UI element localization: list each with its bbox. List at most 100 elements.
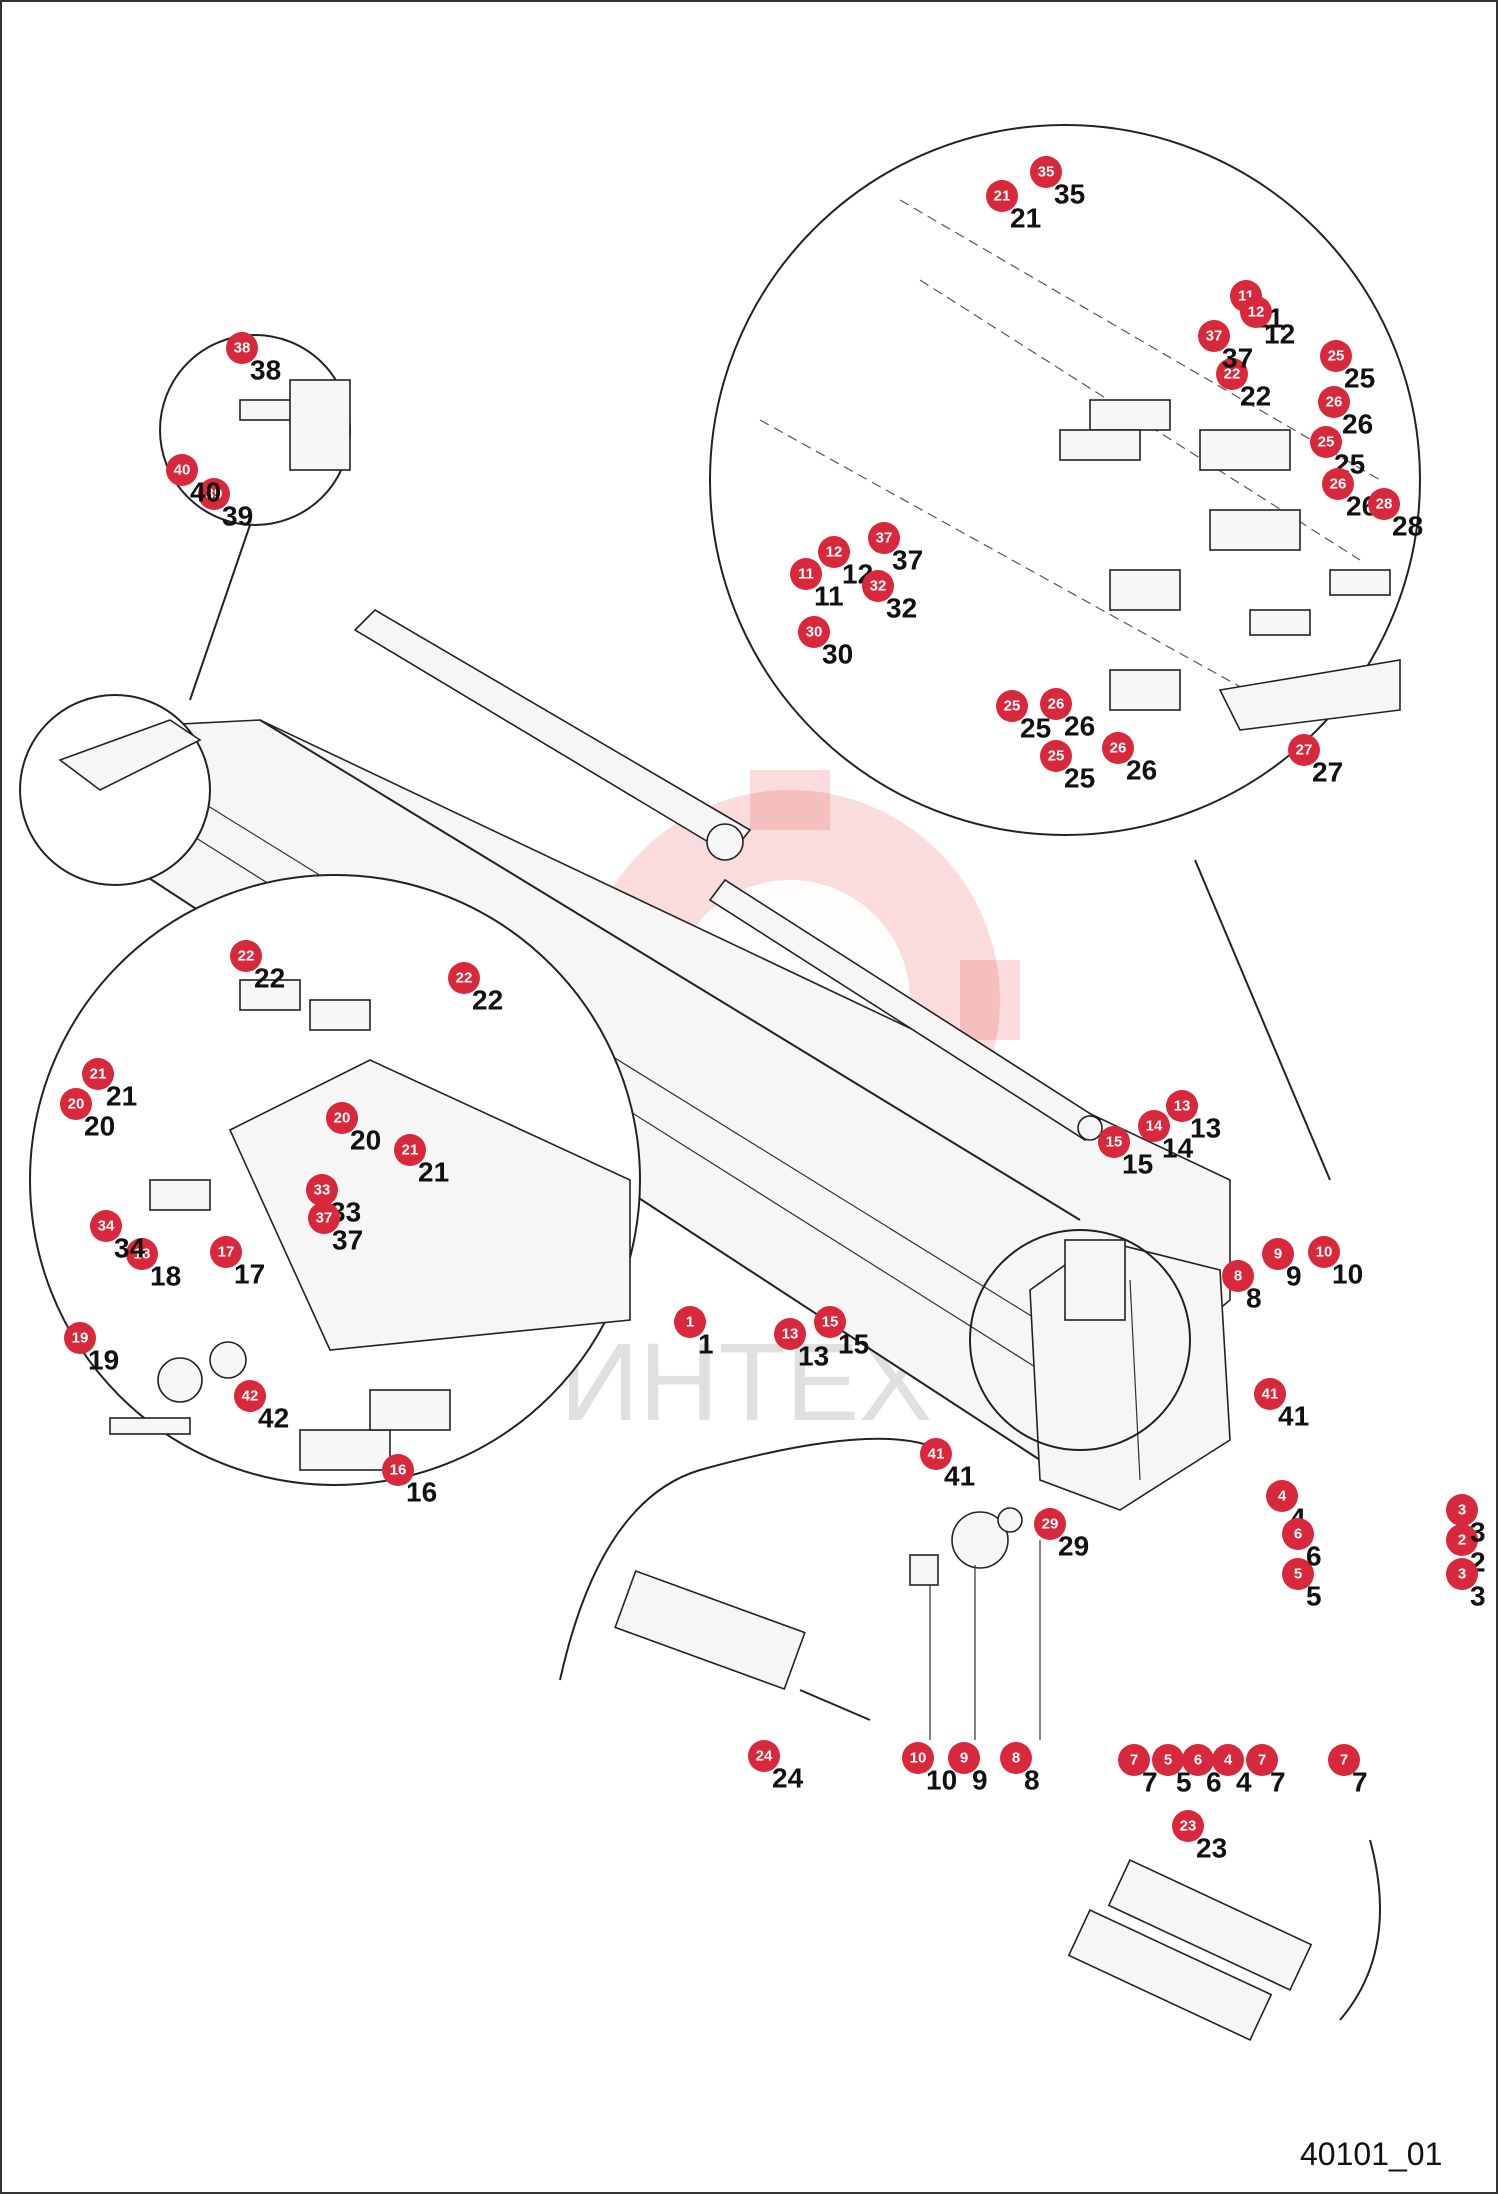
callout-badge-number: 29 xyxy=(1042,1516,1059,1533)
callout-badge-number: 28 xyxy=(1376,496,1393,513)
callout-7[interactable]: 77 xyxy=(1118,1744,1158,1798)
callout-badge xyxy=(1172,1810,1204,1842)
detail-circle-lower-left xyxy=(29,874,641,1486)
callout-badge xyxy=(210,1236,242,1268)
callout-6[interactable]: 66 xyxy=(1282,1518,1322,1572)
callout-number: 42 xyxy=(258,1403,289,1434)
callout-5[interactable]: 55 xyxy=(1152,1744,1192,1798)
callout-badge-number: 13 xyxy=(1174,1098,1191,1115)
callout-7[interactable]: 77 xyxy=(1246,1744,1286,1798)
callout-9[interactable]: 99 xyxy=(948,1742,988,1796)
callout-number: 6 xyxy=(1306,1541,1322,1572)
callout-badge xyxy=(862,570,894,602)
callout-1[interactable]: 11 xyxy=(674,1306,714,1360)
callout-badge xyxy=(1222,1260,1254,1292)
callout-number: 21 xyxy=(418,1157,449,1188)
callout-badge xyxy=(1254,1378,1286,1410)
callout-badge xyxy=(1118,1744,1150,1776)
callout-badge-number: 41 xyxy=(928,1446,945,1463)
callout-number: 5 xyxy=(1306,1581,1322,1612)
callout-badge-number: 26 xyxy=(1326,394,1343,411)
callout-number: 41 xyxy=(1278,1401,1309,1432)
callout-badge-number: 32 xyxy=(870,578,887,595)
callout-5[interactable]: 55 xyxy=(1282,1558,1322,1612)
callout-badge-number: 10 xyxy=(1316,1244,1333,1261)
callout-number: 32 xyxy=(886,593,917,624)
callout-badge xyxy=(1216,358,1248,390)
callout-badge-number: 26 xyxy=(1330,476,1347,493)
callout-number: 25 xyxy=(1344,363,1375,394)
callout-badge-number: 42 xyxy=(242,1388,259,1405)
callout-6[interactable]: 66 xyxy=(1182,1744,1222,1798)
callout-badge-number: 37 xyxy=(1206,328,1223,345)
callout-number: 29 xyxy=(1058,1531,1089,1562)
callout-3[interactable]: 33 xyxy=(1446,1494,1486,1548)
carriage-frame xyxy=(1029,1239,1231,1511)
detail-circle-comb xyxy=(159,334,351,526)
callout-9[interactable]: 99 xyxy=(1262,1238,1302,1292)
callout-badge-number: 1 xyxy=(686,1314,694,1331)
callout-number: 26 xyxy=(1064,711,1095,742)
callout-number: 4 xyxy=(1236,1767,1252,1798)
callout-badge xyxy=(1320,340,1352,372)
callout-number: 22 xyxy=(1240,381,1271,412)
callout-8[interactable]: 88 xyxy=(1000,1742,1040,1796)
callout-badge-number: 3 xyxy=(1458,1566,1466,1583)
callout-badge-number: 33 xyxy=(314,1182,331,1199)
callout-badge xyxy=(1446,1494,1478,1526)
callout-8[interactable]: 88 xyxy=(1222,1260,1262,1314)
callout-4[interactable]: 44 xyxy=(1212,1744,1252,1798)
callout-3[interactable]: 33 xyxy=(1446,1558,1486,1612)
callout-badge xyxy=(1322,468,1354,500)
callout-7[interactable]: 77 xyxy=(1328,1744,1368,1798)
